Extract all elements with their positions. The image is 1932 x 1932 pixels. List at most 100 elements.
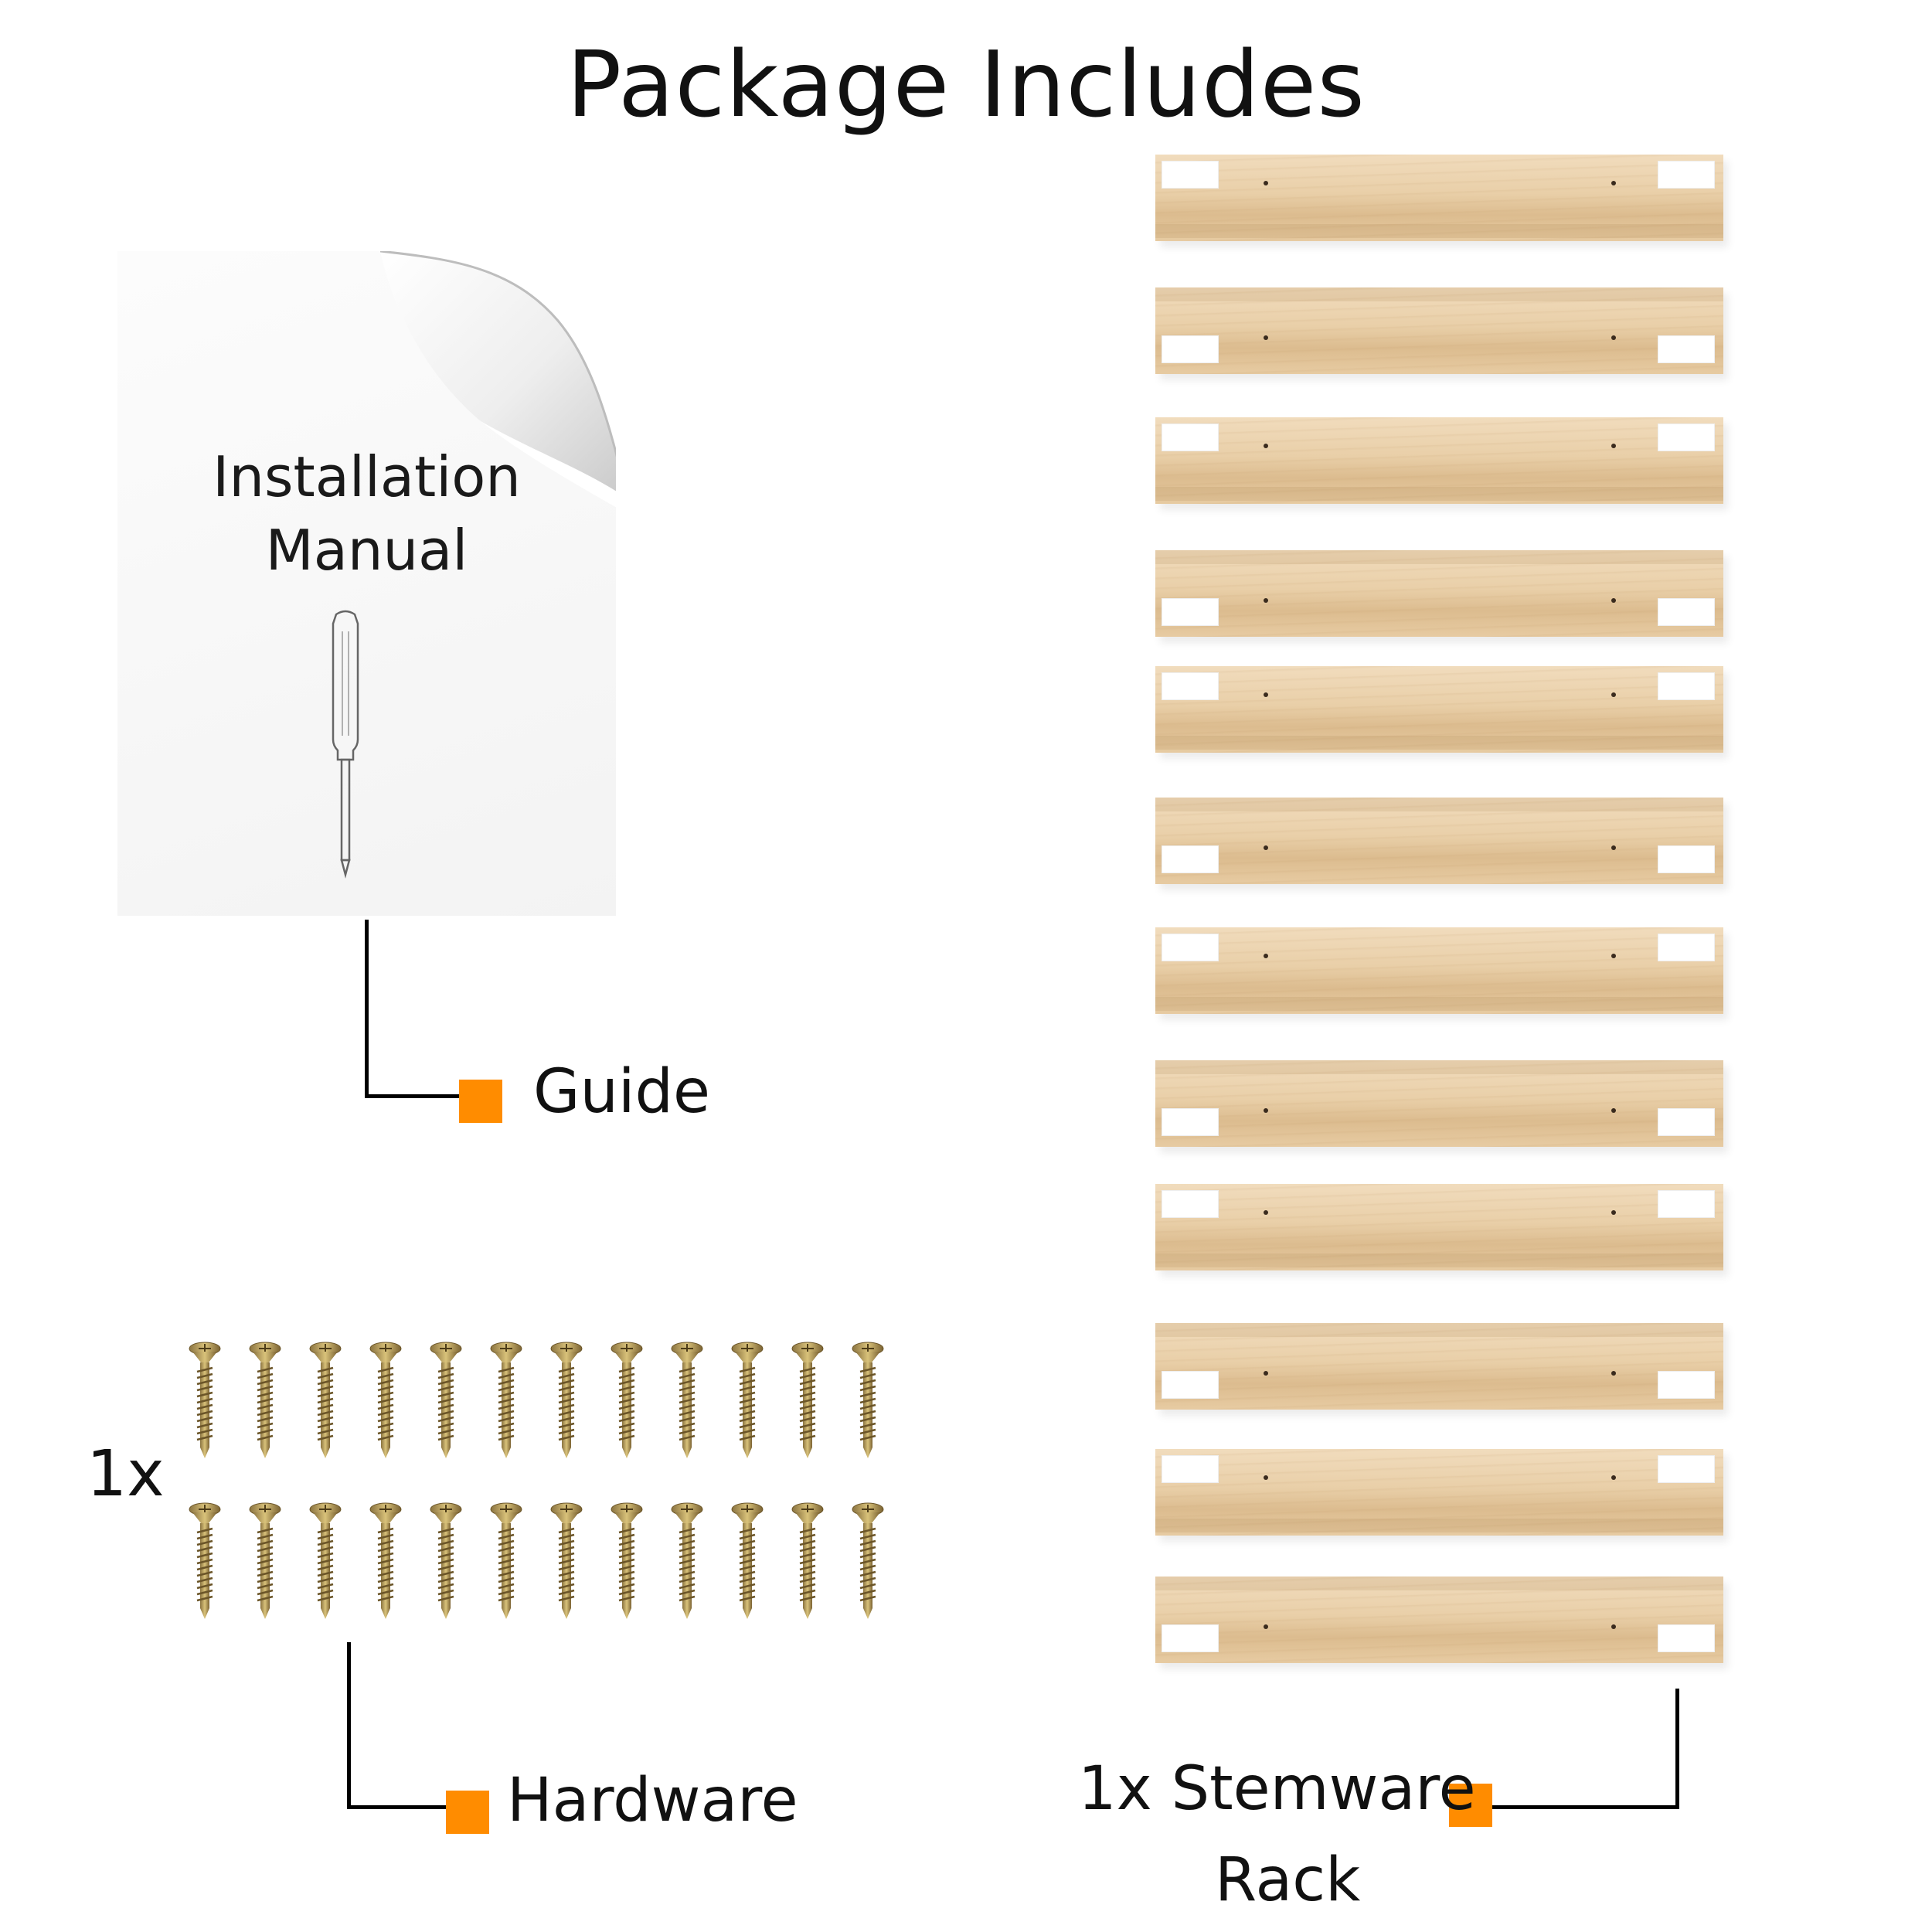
shelf-bar — [1155, 550, 1723, 637]
shelf-bar — [1155, 666, 1723, 753]
screw-hole — [1611, 692, 1616, 697]
hardware-connector-horizontal — [347, 1805, 446, 1809]
adhesive-pad — [1162, 423, 1219, 451]
shelf-bar — [1155, 1449, 1723, 1536]
shelf-bar — [1155, 798, 1723, 884]
screw-hole — [1611, 954, 1616, 958]
screw-icon — [849, 1502, 887, 1621]
adhesive-pad — [1162, 672, 1219, 700]
shelf-lip — [1155, 487, 1723, 501]
hardware-label: Hardware — [507, 1766, 798, 1835]
adhesive-pad — [1162, 1455, 1219, 1483]
adhesive-pad — [1658, 845, 1715, 873]
screw-hole — [1611, 1624, 1616, 1629]
rack-label-line1: 1x Stemware — [1078, 1754, 1476, 1824]
adhesive-pad — [1162, 845, 1219, 873]
screw-icon — [728, 1341, 767, 1461]
screw-icon — [306, 1502, 345, 1621]
manual-title-line1: Installation — [213, 444, 521, 509]
guide-connector-vertical — [365, 920, 369, 1097]
shelf-lip — [1155, 1323, 1723, 1337]
page-curl-icon — [380, 251, 616, 508]
hardware-marker — [446, 1791, 489, 1834]
rack-connector-horizontal — [1492, 1805, 1679, 1809]
shelf-bar — [1155, 1060, 1723, 1147]
adhesive-pad — [1162, 934, 1219, 961]
screw-icon — [246, 1341, 284, 1461]
adhesive-pad — [1658, 672, 1715, 700]
guide-connector-horizontal — [365, 1094, 459, 1098]
adhesive-pad — [1658, 598, 1715, 626]
rack-connector-vertical — [1675, 1689, 1679, 1808]
adhesive-pad — [1162, 1108, 1219, 1136]
screw-hole — [1611, 1210, 1616, 1215]
adhesive-pad — [1658, 1371, 1715, 1399]
screw-icon — [607, 1502, 646, 1621]
adhesive-pad — [1162, 598, 1219, 626]
page-title: Package Includes — [566, 31, 1366, 138]
screw-icon — [788, 1502, 827, 1621]
shelf-lip — [1155, 798, 1723, 811]
screw-hole — [1611, 444, 1616, 448]
screw-hole — [1611, 1371, 1616, 1376]
shelf-lip — [1155, 736, 1723, 750]
guide-marker — [459, 1080, 502, 1123]
screw-hole — [1611, 598, 1616, 603]
screw-icon — [547, 1502, 586, 1621]
shelf-bar — [1155, 1323, 1723, 1410]
screw-icon — [427, 1341, 465, 1461]
adhesive-pad — [1162, 1190, 1219, 1218]
screw-icon — [246, 1502, 284, 1621]
screw-icon — [607, 1341, 646, 1461]
adhesive-pad — [1658, 1108, 1715, 1136]
adhesive-pad — [1658, 335, 1715, 363]
shelf-lip — [1155, 1519, 1723, 1532]
screw-hole — [1264, 954, 1268, 958]
screw-hole — [1264, 181, 1268, 185]
shelf-lip — [1155, 1577, 1723, 1590]
screw-hole — [1611, 845, 1616, 850]
screw-hole — [1611, 335, 1616, 340]
shelf-bar — [1155, 927, 1723, 1014]
screw-hole — [1611, 1475, 1616, 1480]
screw-icon — [306, 1341, 345, 1461]
screw-hole — [1264, 1371, 1268, 1376]
adhesive-pad — [1658, 1455, 1715, 1483]
screw-hole — [1264, 692, 1268, 697]
screw-icon — [547, 1341, 586, 1461]
shelf-lip — [1155, 287, 1723, 301]
screw-icon — [668, 1502, 706, 1621]
shelf-bar — [1155, 417, 1723, 504]
screw-hole — [1264, 1624, 1268, 1629]
screw-hole — [1264, 598, 1268, 603]
adhesive-pad — [1658, 934, 1715, 961]
shelf-bar — [1155, 1184, 1723, 1270]
shelf-bar — [1155, 1577, 1723, 1663]
screw-icon — [487, 1341, 526, 1461]
adhesive-pad — [1162, 161, 1219, 189]
screw-icon — [668, 1341, 706, 1461]
shelf-bar — [1155, 287, 1723, 374]
installation-manual: Installation Manual — [117, 251, 616, 916]
screw-hole — [1611, 1108, 1616, 1113]
adhesive-pad — [1658, 1190, 1715, 1218]
manual-title-line2: Manual — [265, 518, 468, 583]
screwdriver-icon — [332, 610, 359, 879]
guide-label: Guide — [533, 1057, 711, 1127]
screw-hole — [1264, 444, 1268, 448]
screw-hole — [1611, 181, 1616, 185]
shelf-lip — [1155, 1060, 1723, 1074]
screw-hole — [1264, 845, 1268, 850]
screw-icon — [185, 1341, 224, 1461]
hardware-connector-vertical — [347, 1642, 351, 1808]
rack-marker — [1449, 1784, 1492, 1827]
screw-hole — [1264, 335, 1268, 340]
adhesive-pad — [1658, 1624, 1715, 1652]
screw-icon — [427, 1502, 465, 1621]
screw-set — [185, 1341, 896, 1634]
screw-hole — [1264, 1108, 1268, 1113]
shelf-lip — [1155, 1253, 1723, 1267]
adhesive-pad — [1658, 161, 1715, 189]
screw-hole — [1264, 1210, 1268, 1215]
screw-icon — [366, 1502, 405, 1621]
